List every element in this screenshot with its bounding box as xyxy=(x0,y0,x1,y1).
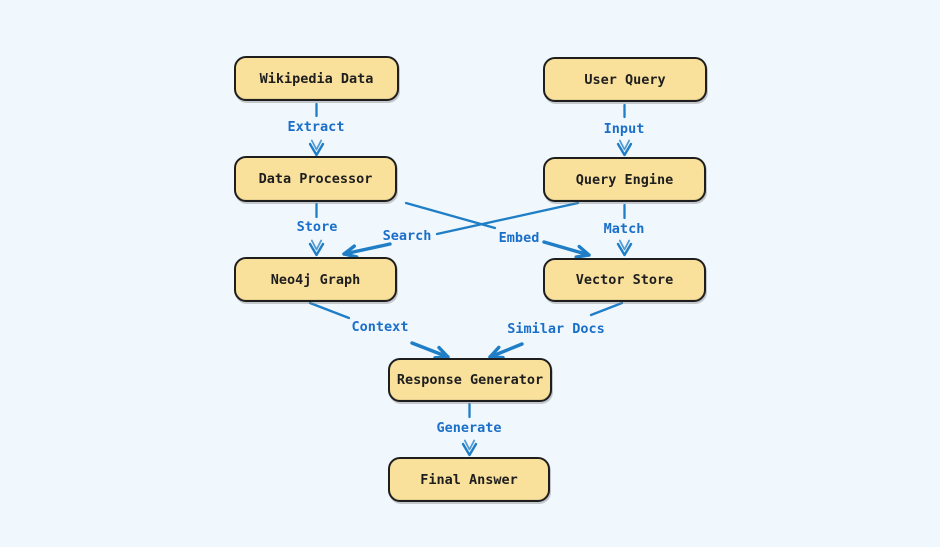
edge-label-generate: Generate xyxy=(436,420,502,436)
edge-label-embed: Embed xyxy=(498,230,540,246)
edge-input xyxy=(616,103,633,157)
edge-label-input: Input xyxy=(603,121,645,137)
edge-label-similar-docs: Similar Docs xyxy=(507,321,605,337)
edge-match xyxy=(616,203,633,257)
edge-extract xyxy=(308,102,325,157)
edge-label-context: Context xyxy=(351,319,409,335)
node-label: Vector Store xyxy=(575,272,674,288)
node-label: User Query xyxy=(584,71,666,88)
node-label: Response Generator xyxy=(396,372,544,388)
edge-label-store: Store xyxy=(296,219,338,235)
node-label: Neo4j Graph xyxy=(270,271,361,288)
node-query-engine: Query Engine xyxy=(543,157,706,202)
edge-embed xyxy=(404,201,591,259)
node-neo4j-graph: Neo4j Graph xyxy=(234,257,397,302)
node-label: Data Processor xyxy=(258,171,373,187)
node-label: Wikipedia Data xyxy=(259,70,374,87)
node-response-generator: Response Generator xyxy=(388,358,552,402)
edge-store xyxy=(308,202,325,257)
edge-label-extract: Extract xyxy=(287,119,345,135)
node-data-processor: Data Processor xyxy=(234,156,397,202)
edge-similar-docs xyxy=(488,301,624,360)
edge-search xyxy=(342,201,580,259)
node-user-query: User Query xyxy=(543,57,707,102)
edge-context xyxy=(308,301,450,360)
edge-label-match: Match xyxy=(603,221,645,237)
edge-generate xyxy=(461,402,478,457)
node-wikipedia-data: Wikipedia Data xyxy=(234,56,399,101)
node-final-answer: Final Answer xyxy=(388,457,550,502)
edge-label-search: Search xyxy=(382,228,432,244)
node-label: Final Answer xyxy=(420,471,518,488)
node-label: Query Engine xyxy=(575,171,674,188)
node-vector-store: Vector Store xyxy=(543,258,706,302)
